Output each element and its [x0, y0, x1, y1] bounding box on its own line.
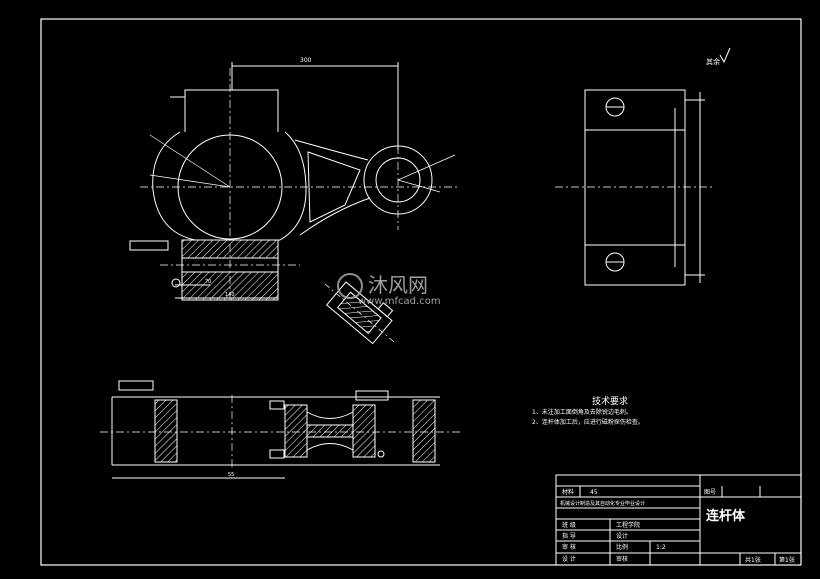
title-block-designer-label: 设计 [616, 532, 628, 540]
bottom-span-dim: 55 [228, 472, 234, 478]
watermark-url: www.mfcad.com [358, 296, 441, 307]
title-block-checker-label: 审核 [616, 555, 628, 563]
title-block-row-2: 指 导 [562, 532, 576, 540]
tech-req-item-2: 2、连杆体加工后，应进行磁粉探伤检查。 [532, 418, 644, 426]
surface-roughness-icon [719, 47, 731, 64]
title-block-row-1: 班 级 [562, 521, 576, 529]
title-block-dept-text: 工程学院 [616, 521, 640, 529]
sheet-number: 第1张 [779, 556, 795, 564]
section-detail [324, 281, 395, 345]
tech-req-item-1: 1、未注加工面倒角及去除锐边毛刺。 [532, 408, 632, 416]
title-block [555, 474, 802, 566]
surface-mark-text: 其余 [706, 57, 720, 66]
base-width-dim: 140 [225, 292, 235, 298]
part-title: 连杆体 [706, 508, 746, 524]
side-view [555, 89, 715, 286]
title-block-material-value: 45 [590, 489, 598, 496]
front-view [129, 62, 460, 301]
title-block-drawing-no-label: 图号 [704, 489, 716, 496]
title-block-row-4: 设 计 [562, 555, 576, 563]
title-block-school-text: 机械设计制造及其自动化专业毕业设计 [560, 500, 645, 507]
title-block-material-label: 材料 [562, 488, 574, 496]
sheet-total: 共1张 [745, 556, 761, 564]
top-span-dim: 300 [300, 57, 312, 64]
title-block-scale-label: 比例 [616, 543, 628, 551]
tech-req-heading: 技术要求 [592, 395, 628, 407]
small-width-dim: 70 [205, 279, 211, 285]
drawing-border [40, 18, 802, 566]
title-block-scale-value: 1:2 [656, 544, 666, 551]
bottom-view [100, 380, 460, 479]
title-block-row-3: 审 核 [562, 543, 576, 551]
watermark: 沐风网 www.mfcad.com [337, 273, 441, 307]
watermark-brand: 沐风网 [368, 273, 428, 297]
